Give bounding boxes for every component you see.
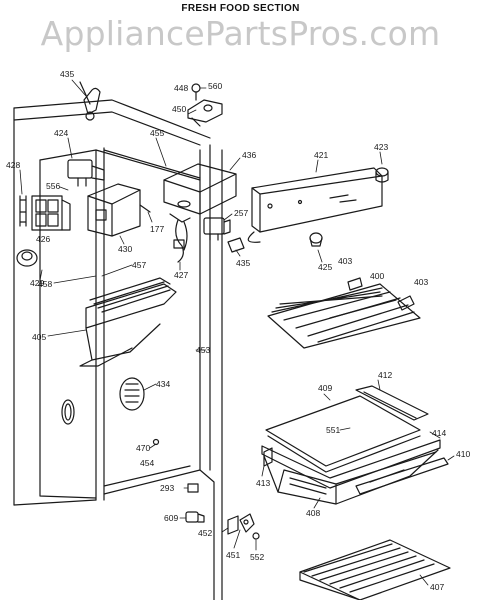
bulb-socket-435	[79, 81, 101, 121]
part-label: 257	[234, 208, 248, 218]
crisper-frame-414	[261, 439, 441, 489]
part-label: 410	[456, 449, 470, 459]
part-label: 429	[30, 278, 44, 288]
part-label: 424	[54, 128, 68, 138]
screw-470	[152, 438, 160, 446]
cabinet-liner	[13, 99, 223, 600]
part-label: 403	[338, 256, 352, 266]
part-label: 453	[196, 345, 210, 355]
hinge-451	[239, 513, 255, 533]
shelf-support-403a	[347, 277, 363, 291]
bottom-shelf-407	[299, 539, 451, 600]
part-label: 426	[36, 234, 50, 244]
crisper-glass-409	[265, 395, 421, 473]
wire-harness-427	[173, 219, 188, 263]
wire-shelf-400	[267, 283, 421, 349]
screw-552	[252, 532, 260, 540]
part-number-labels: 435 448 560 450 424 455 436 421 423 428 …	[6, 69, 470, 592]
part-label: 403	[414, 277, 428, 287]
part-label: 413	[256, 478, 270, 488]
part-label: 470	[136, 443, 150, 453]
clip-435b	[227, 237, 245, 253]
part-label: 451	[226, 550, 240, 560]
cap-423	[375, 167, 389, 183]
screw-448	[191, 83, 201, 101]
knob-425	[309, 232, 323, 247]
part-label: 427	[174, 270, 188, 280]
bracket-428	[19, 195, 27, 227]
part-label: 293	[160, 483, 174, 493]
part-label: 414	[432, 428, 446, 438]
meat-pan-cover-405	[79, 277, 177, 367]
part-label: 435	[236, 258, 250, 268]
hinge-452	[227, 515, 239, 535]
part-label: 556	[46, 181, 60, 191]
part-label: 177	[150, 224, 164, 234]
part-label: 552	[250, 552, 264, 562]
control-housing-430	[87, 183, 151, 237]
slide-413	[263, 447, 273, 467]
part-label: 551	[326, 425, 340, 435]
damper-control-424	[67, 159, 105, 187]
part-label: 407	[430, 582, 444, 592]
shelf-support-403b	[397, 295, 415, 311]
roller-609	[185, 511, 205, 523]
part-label: 436	[242, 150, 256, 160]
part-label: 421	[314, 150, 328, 160]
switch-257	[203, 217, 231, 241]
part-label: 423	[374, 142, 388, 152]
part-label: 412	[378, 370, 392, 380]
part-label: 454	[140, 458, 154, 468]
part-label: 609	[164, 513, 178, 523]
left-wall-light	[61, 399, 75, 425]
section-title: FRESH FOOD SECTION	[181, 3, 300, 14]
pan-cover-421	[247, 167, 383, 243]
part-label: 458	[38, 279, 52, 289]
part-label: 457	[132, 260, 146, 270]
hinge-450	[187, 99, 223, 127]
part-label: 434	[156, 379, 170, 389]
watermark-text: AppliancePartsPros.com	[40, 14, 441, 53]
part-label: 428	[6, 160, 20, 170]
part-label: 450	[172, 104, 186, 114]
part-label: 435	[60, 69, 74, 79]
leader-lines	[19, 79, 455, 586]
part-label: 560	[208, 81, 222, 91]
part-label: 405	[32, 332, 46, 342]
thermostat-426	[31, 195, 71, 231]
light-cover-436	[163, 163, 237, 223]
bracket-293	[187, 483, 199, 493]
part-label: 408	[306, 508, 320, 518]
knob-429	[16, 249, 38, 267]
part-label: 452	[198, 528, 212, 538]
part-label: 425	[318, 262, 332, 272]
vent-434	[119, 377, 145, 411]
part-label: 455	[150, 128, 164, 138]
slide-rail-410	[355, 457, 449, 495]
part-label: 430	[118, 244, 132, 254]
rail-412	[355, 385, 429, 421]
part-label: 400	[370, 271, 384, 281]
part-label: 448	[174, 83, 188, 93]
part-label: 409	[318, 383, 332, 393]
